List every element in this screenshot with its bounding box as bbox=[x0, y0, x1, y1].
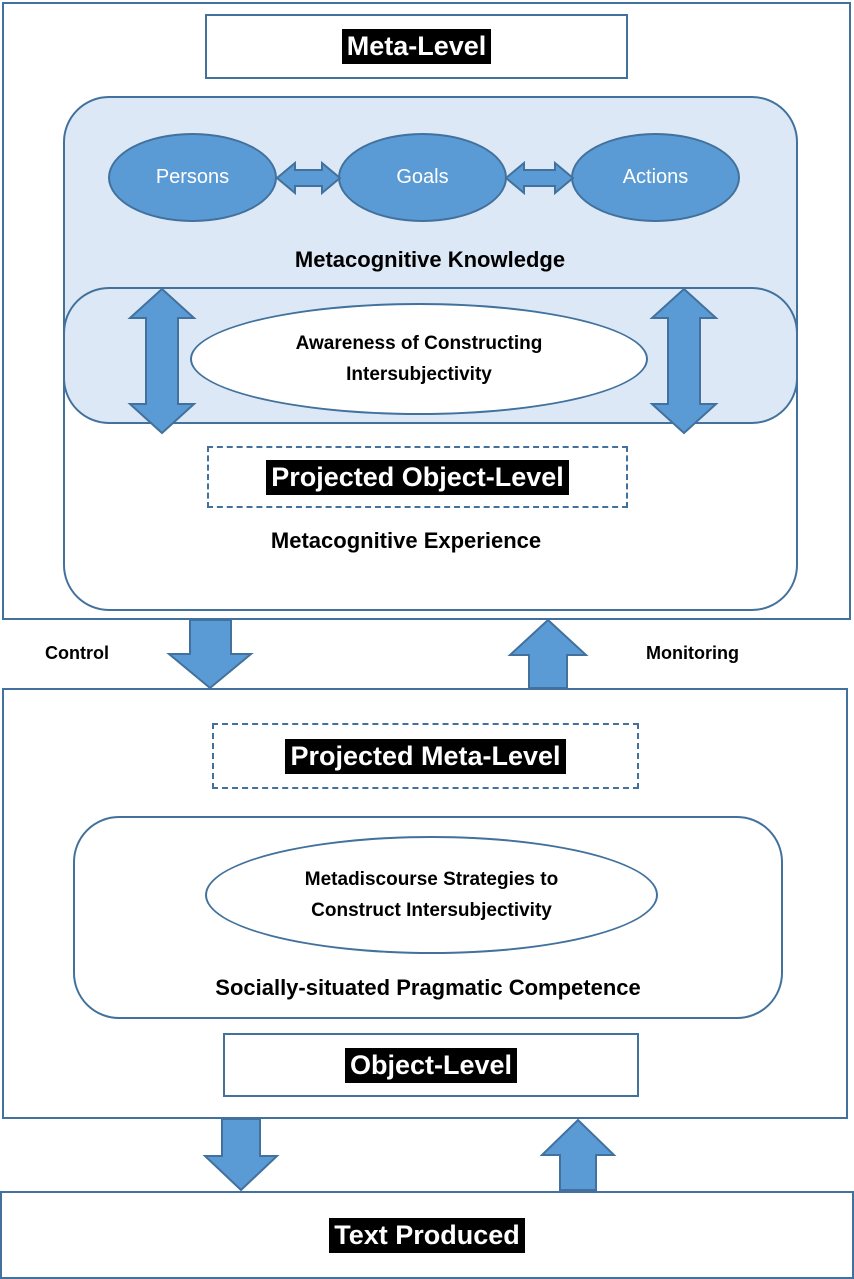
projected-meta-level-box: Projected Meta-Level bbox=[212, 723, 639, 789]
actions-label: Actions bbox=[622, 166, 689, 188]
meta-level-title: Meta-Level bbox=[341, 29, 492, 64]
object-level-title: Object-Level bbox=[344, 1047, 518, 1083]
projected-meta-level-title: Projected Meta-Level bbox=[285, 738, 566, 774]
persons-goals-arrow bbox=[275, 160, 342, 196]
actions-node: Actions bbox=[571, 133, 740, 222]
awareness-label: Awareness of Constructing Intersubjectiv… bbox=[295, 333, 543, 385]
goals-actions-arrow bbox=[504, 160, 575, 196]
text-produced-box: Text Produced bbox=[0, 1191, 854, 1279]
meta-level-box: Meta-Level bbox=[205, 14, 628, 79]
metacognitive-knowledge-label: Metacognitive Knowledge bbox=[294, 247, 566, 272]
goals-node: Goals bbox=[338, 133, 507, 222]
strategies-label: Metadiscourse Strategies to Construct In… bbox=[304, 869, 559, 921]
strategies-ellipse: Metadiscourse Strategies to Construct In… bbox=[205, 836, 658, 954]
projected-object-level-title: Projected Object-Level bbox=[266, 459, 569, 495]
projected-object-level-box: Projected Object-Level bbox=[207, 446, 628, 508]
experience-box-top-outline bbox=[63, 287, 798, 424]
monitoring-label: Monitoring bbox=[646, 643, 739, 663]
persons-node: Persons bbox=[108, 133, 277, 222]
control-arrow bbox=[166, 619, 254, 690]
output-down-arrow bbox=[202, 1118, 280, 1192]
pragmatic-competence-label: Socially-situated Pragmatic Competence bbox=[215, 975, 641, 1000]
monitoring-arrow bbox=[507, 618, 589, 689]
persons-label: Persons bbox=[155, 166, 230, 188]
right-vertical-arrow bbox=[649, 287, 719, 435]
awareness-ellipse: Awareness of Constructing Intersubjectiv… bbox=[190, 303, 648, 415]
object-level-box: Object-Level bbox=[223, 1033, 639, 1097]
feedback-up-arrow bbox=[539, 1118, 617, 1191]
metacognitive-experience-label: Metacognitive Experience bbox=[270, 528, 542, 553]
text-produced-title: Text Produced bbox=[329, 1217, 525, 1253]
left-vertical-arrow bbox=[127, 287, 197, 435]
goals-label: Goals bbox=[396, 166, 449, 188]
control-label: Control bbox=[45, 643, 109, 663]
